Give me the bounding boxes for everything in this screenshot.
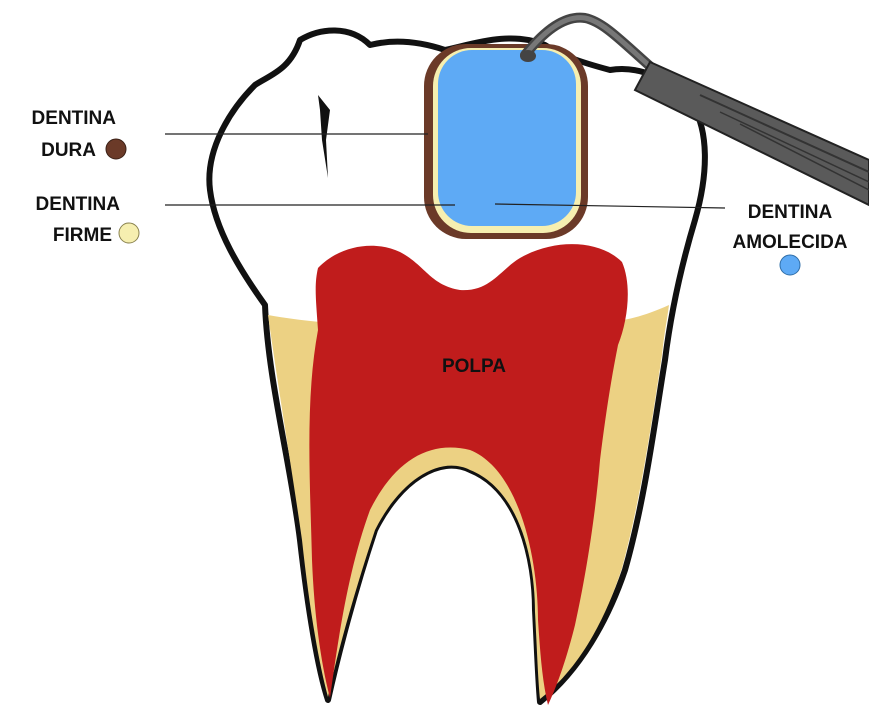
label-dentina-amolecida-line2: AMOLECIDA (732, 232, 847, 253)
label-dentina-amolecida-line1: DENTINA (748, 202, 833, 223)
label-dentina-firme-line1: DENTINA (36, 194, 121, 215)
label-polpa: POLPA (442, 356, 506, 377)
label-dentina-dura-line2: DURA (41, 140, 96, 161)
legend-dot-dentina-amolecida (780, 255, 800, 275)
label-dentina-firme-line2: FIRME (53, 225, 112, 246)
cavity-dentina-amolecida (438, 50, 576, 226)
label-dentina-dura-line1: DENTINA (32, 108, 117, 129)
legend-dot-dentina-firme (119, 223, 139, 243)
legend-dot-dentina-dura (106, 139, 126, 159)
